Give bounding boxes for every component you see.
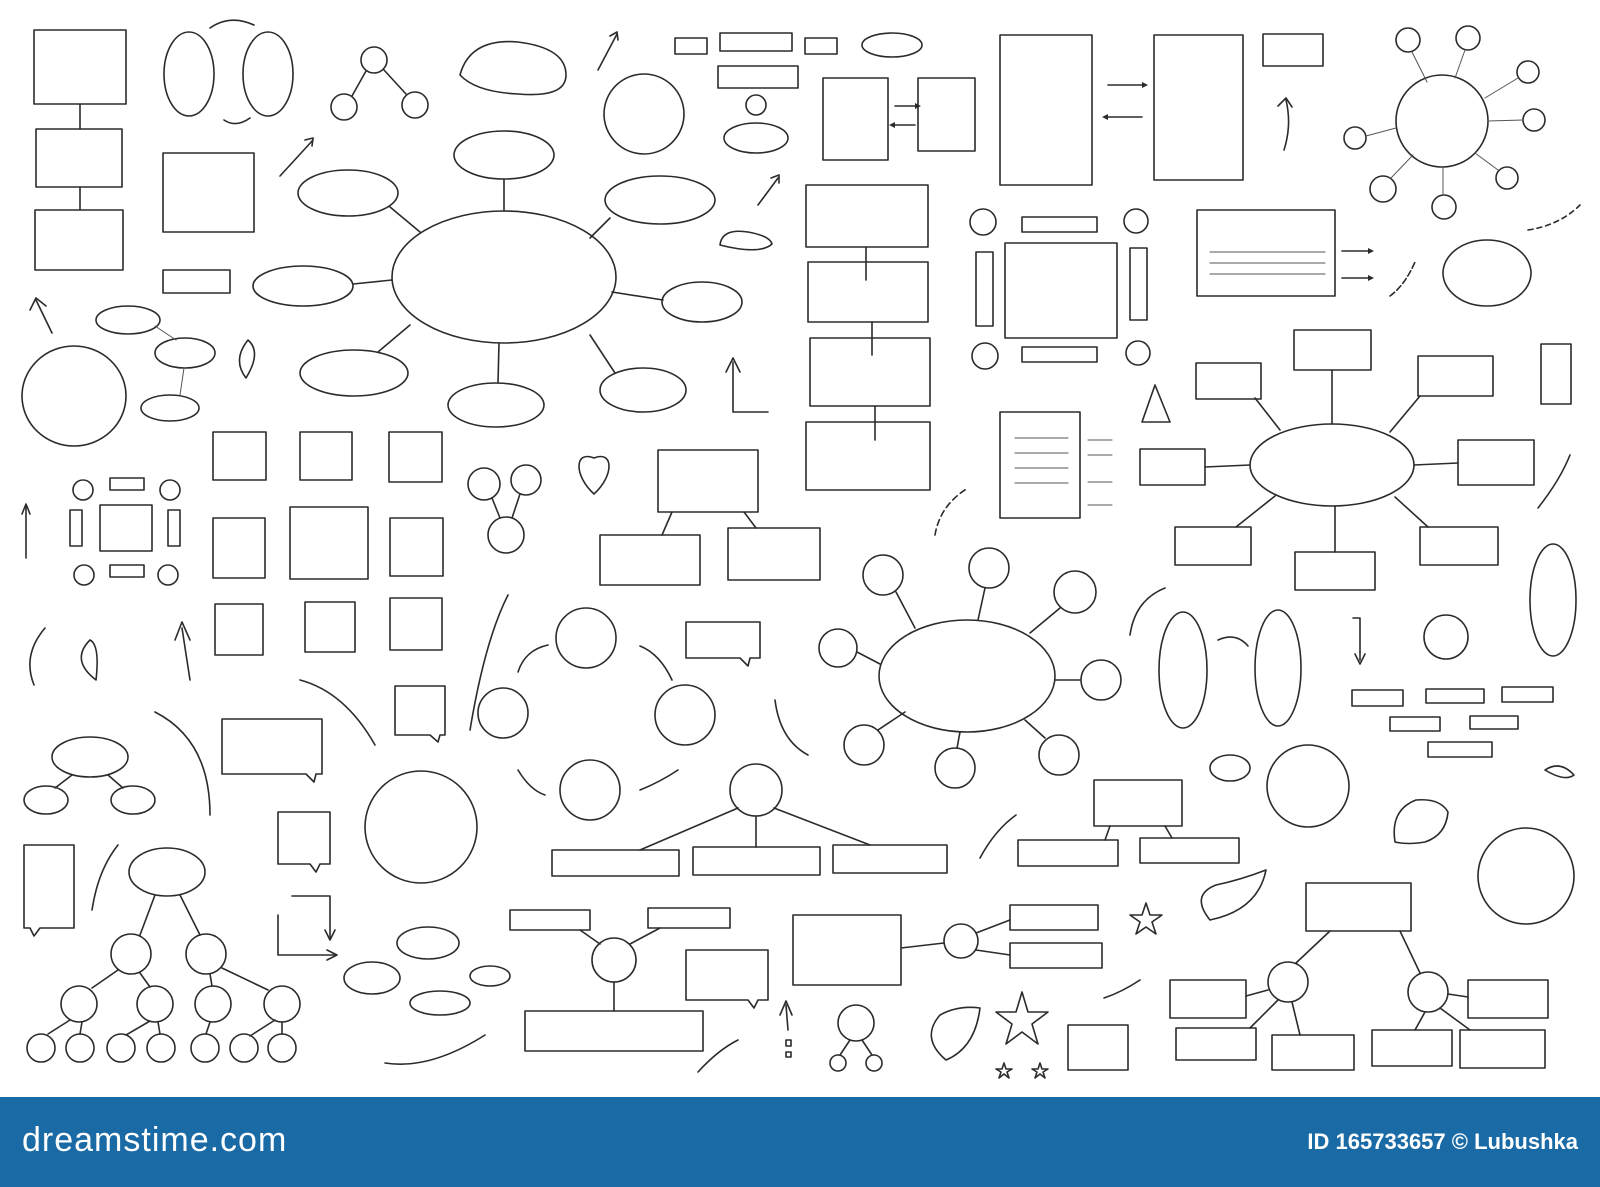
oval-tree-left xyxy=(23,736,156,815)
small-circle-tree xyxy=(829,1004,883,1072)
circle xyxy=(1477,827,1575,925)
circle-hub-top-right xyxy=(1343,25,1546,220)
arrow-curve xyxy=(1537,454,1571,509)
star-icon xyxy=(995,991,1049,1045)
speech-boxes xyxy=(23,621,769,1009)
small-oval xyxy=(469,965,511,987)
arrow-curve xyxy=(29,627,46,686)
two-rects-arrows xyxy=(822,77,976,161)
speech-blob xyxy=(930,1006,981,1061)
dashed-arrow xyxy=(1527,204,1581,231)
small-org-chart xyxy=(674,32,923,154)
arrow-curve xyxy=(1129,587,1166,636)
small-oval xyxy=(409,990,471,1016)
small-square-hub xyxy=(69,477,181,586)
bracket-arrow xyxy=(291,895,331,939)
speech-blob-small xyxy=(1544,765,1575,779)
oval-mind-map xyxy=(252,130,743,428)
arrow-curve xyxy=(1103,979,1141,999)
site-logo: dreamstime.com xyxy=(22,1121,288,1159)
triangle xyxy=(1141,384,1171,423)
circle xyxy=(1266,744,1350,828)
large-circle xyxy=(364,770,478,884)
mind-map-sketch-canvas xyxy=(21,19,1581,1079)
rect-tree-small xyxy=(1017,779,1240,867)
circle xyxy=(21,345,127,447)
star-icon xyxy=(1031,1062,1049,1079)
arrow-curve xyxy=(697,1039,739,1073)
speech-blob xyxy=(1200,869,1267,921)
square-grid-arrows xyxy=(212,431,444,656)
arrow-curve xyxy=(774,699,809,756)
rect-tree xyxy=(599,449,821,586)
circle-rect-row xyxy=(551,763,948,877)
dashed-arrow xyxy=(934,487,969,536)
two-large-rects xyxy=(999,33,1324,186)
arrow-up xyxy=(785,1004,789,1031)
oval-hub-rects xyxy=(1139,329,1572,591)
arrow-curve xyxy=(299,679,376,746)
arrow-curve xyxy=(154,711,211,816)
vertical-rect-chain xyxy=(33,29,127,271)
stacked-rect-flow xyxy=(805,184,931,491)
circle-rect-hub xyxy=(509,907,731,1052)
square-box xyxy=(162,152,255,233)
small-oval xyxy=(1209,754,1251,782)
small-org-rects xyxy=(1351,614,1554,758)
oval xyxy=(1442,239,1532,307)
speech-blob xyxy=(1393,798,1449,845)
watermark-footer: dreamstime.com ID 165733657 © Lubushka xyxy=(0,1097,1600,1187)
heart xyxy=(578,455,610,495)
arrow-curve xyxy=(979,814,1017,859)
lined-rect-arrows xyxy=(1196,209,1374,297)
bracket-arrow xyxy=(277,914,336,956)
speech-box xyxy=(1067,1024,1129,1071)
small-oval xyxy=(396,926,460,960)
two-oval-cycle xyxy=(163,19,294,125)
three-circle-tree xyxy=(330,46,429,121)
dashed-arrow xyxy=(1389,261,1416,297)
star-icon xyxy=(1129,902,1163,935)
circle-pyramid-tree xyxy=(26,847,301,1063)
l-arrow xyxy=(732,361,769,413)
square-with-circles xyxy=(969,208,1151,370)
star-icon xyxy=(995,1062,1013,1079)
arrow-up xyxy=(181,627,191,681)
arrow-curve xyxy=(469,594,509,731)
oval-hub-circles xyxy=(818,547,1122,789)
rect-circle-rects xyxy=(792,904,1103,986)
arrow-down xyxy=(1352,617,1361,661)
three-circle-cluster xyxy=(467,464,542,554)
speech-blob-small xyxy=(719,230,773,251)
small-rect xyxy=(162,269,231,294)
oval-chain xyxy=(29,297,256,422)
arrow-curve xyxy=(91,844,119,911)
document-arrows xyxy=(999,411,1113,519)
speech-blob xyxy=(459,40,567,96)
circle xyxy=(603,73,685,155)
circle-cycle xyxy=(477,607,716,821)
image-credit: ID 165733657 © Lubushka xyxy=(1307,1129,1578,1154)
arrows-diagonal xyxy=(279,31,780,206)
bottom-right-org xyxy=(1169,882,1549,1071)
comma-blob xyxy=(80,639,98,681)
small-oval xyxy=(343,961,401,995)
arrow-swoosh xyxy=(384,1034,486,1065)
two-tall-ovals xyxy=(1158,609,1302,729)
tall-oval xyxy=(1529,543,1577,657)
